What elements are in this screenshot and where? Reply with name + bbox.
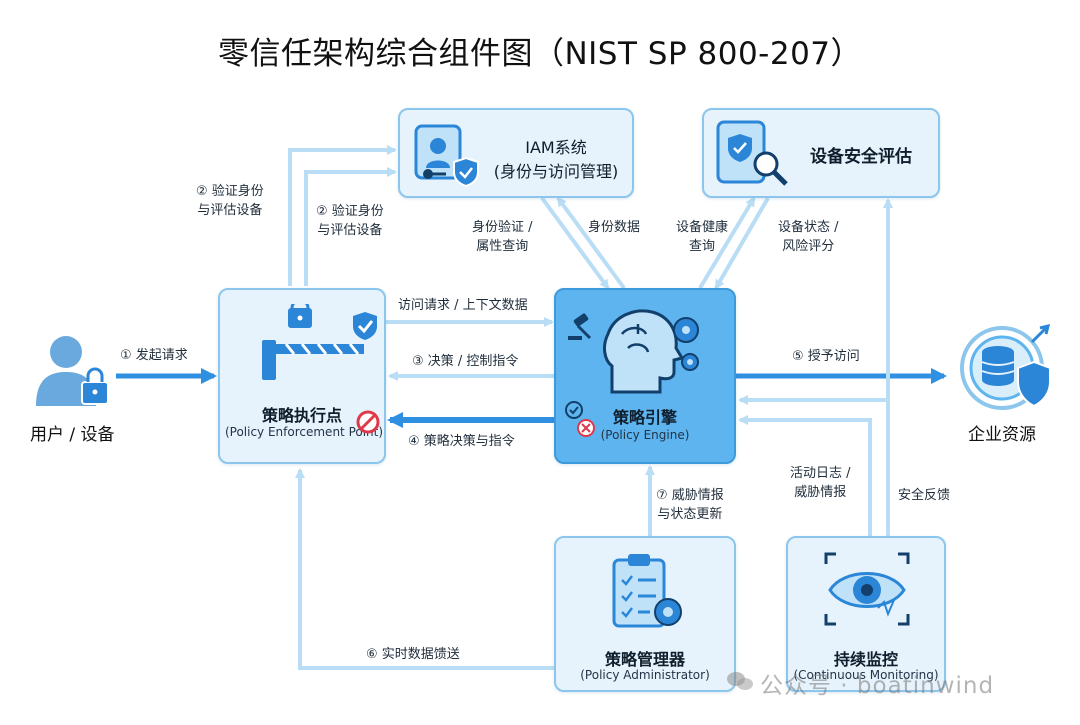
pep-subtitle: (Policy Enforcement Point) — [224, 425, 384, 439]
label-threat-update-line2: 与状态更新 — [657, 507, 723, 522]
wechat-icon — [727, 672, 753, 690]
label-device-risk-line2: 风险评分 — [782, 239, 835, 254]
iam-title: IAM系统 — [525, 138, 587, 157]
device-assessment-title: 设备安全评估 — [810, 147, 912, 167]
shield-check-icon — [353, 312, 377, 340]
label-decision-control: ③ 决策 / 控制指令 — [412, 354, 519, 369]
page-title: 零信任架构综合组件图（NIST SP 800-207） — [217, 36, 863, 72]
pe-title: 策略引擎 — [612, 408, 677, 427]
label-grant-access: ⑤ 授予访问 — [792, 349, 860, 364]
label-realtime-feed: ⑥ 实时数据馈送 — [366, 647, 460, 662]
label-verify-outer-line1: ② 验证身份 — [196, 184, 264, 199]
iam-subtitle: (身份与访问管理) — [493, 162, 619, 181]
database-shield-icon — [960, 323, 1051, 410]
label-device-risk-line1: 设备状态 / — [778, 220, 839, 235]
label-activity-log-line2: 威胁情报 — [794, 485, 847, 500]
policy-administrator-box: 策略管理器 (Policy Administrator) — [554, 536, 736, 692]
label-policy-decision: ④ 策略决策与指令 — [408, 434, 515, 449]
tablet-magnifier-icon — [716, 120, 788, 186]
edge-device-health — [698, 196, 756, 290]
cm-title: 持续监控 — [833, 650, 898, 669]
label-initiate-request: ① 发起请求 — [120, 348, 188, 363]
label-verify-inner-line2: 与评估设备 — [317, 223, 383, 238]
user-device-label: 用户 / 设备 — [30, 425, 115, 445]
label-verify-outer: ② 验证身份 与评估设备 — [196, 182, 264, 220]
device-assessment-box: 设备安全评估 — [702, 108, 940, 198]
enterprise-resource-label: 企业资源 — [968, 425, 1036, 445]
blocked-icon — [356, 410, 380, 434]
edge-realtime-feed — [295, 468, 554, 670]
policy-enforcement-point-box: 策略执行点 (Policy Enforcement Point) — [218, 288, 386, 464]
pa-subtitle: (Policy Administrator) — [580, 668, 710, 682]
label-device-risk: 设备状态 / 风险评分 — [778, 218, 839, 256]
edge-verify-inner — [304, 167, 397, 286]
label-verify-outer-line2: 与评估设备 — [197, 203, 263, 218]
clipboard-gear-icon — [612, 554, 682, 628]
continuous-monitoring-box: 持续监控 (Continuous Monitoring) — [786, 536, 946, 692]
label-device-health-line1: 设备健康 — [676, 220, 729, 235]
cm-subtitle: (Continuous Monitoring) — [793, 668, 939, 682]
pa-title: 策略管理器 — [604, 650, 685, 669]
pe-subtitle: (Policy Engine) — [600, 428, 690, 442]
label-identity-data: 身份数据 — [588, 220, 641, 235]
edge-device-risk — [714, 196, 770, 290]
barrier-lock-icon — [262, 304, 364, 380]
pep-title: 策略执行点 — [261, 406, 342, 425]
edge-identity-data — [556, 196, 626, 290]
id-card-key-icon — [414, 124, 479, 188]
label-identity-attr: 身份验证 / 属性查询 — [472, 218, 533, 256]
label-security-feedback: 安全反馈 — [898, 488, 951, 503]
label-threat-update-line1: ⑦ 威胁情报 — [656, 488, 724, 503]
label-activity-log-line1: 活动日志 / — [790, 466, 851, 481]
label-activity-log: 活动日志 / 威胁情报 — [790, 464, 851, 502]
label-access-request: 访问请求 / 上下文数据 — [398, 298, 528, 313]
label-verify-inner-line1: ② 验证身份 — [316, 204, 384, 219]
label-identity-attr-line1: 身份验证 / — [472, 220, 533, 235]
edge-activity-log — [738, 415, 872, 536]
gavel-icon — [568, 313, 592, 340]
user-device-node: 用户 / 设备 — [24, 330, 124, 450]
label-verify-inner: ② 验证身份 与评估设备 — [316, 202, 384, 240]
iam-system-box: IAM系统 (身份与访问管理) — [398, 108, 634, 198]
label-device-health: 设备健康 查询 — [676, 218, 728, 256]
watermark-text: 公众号 · boatinwind — [760, 673, 995, 699]
policy-engine-box: 策略引擎 (Policy Engine) — [554, 288, 736, 464]
eye-radar-icon — [824, 552, 910, 626]
label-identity-attr-line2: 属性查询 — [476, 239, 529, 254]
checklist-icon — [565, 401, 595, 437]
label-threat-update: ⑦ 威胁情报 与状态更新 — [656, 486, 724, 524]
edge-identity-query — [540, 196, 610, 290]
enterprise-resource-node: 企业资源 — [950, 322, 1060, 452]
user-lock-icon — [36, 336, 109, 406]
brain-gear-icon — [603, 309, 699, 394]
edge-verify-outer — [288, 145, 397, 286]
label-device-health-line2: 查询 — [689, 239, 716, 254]
